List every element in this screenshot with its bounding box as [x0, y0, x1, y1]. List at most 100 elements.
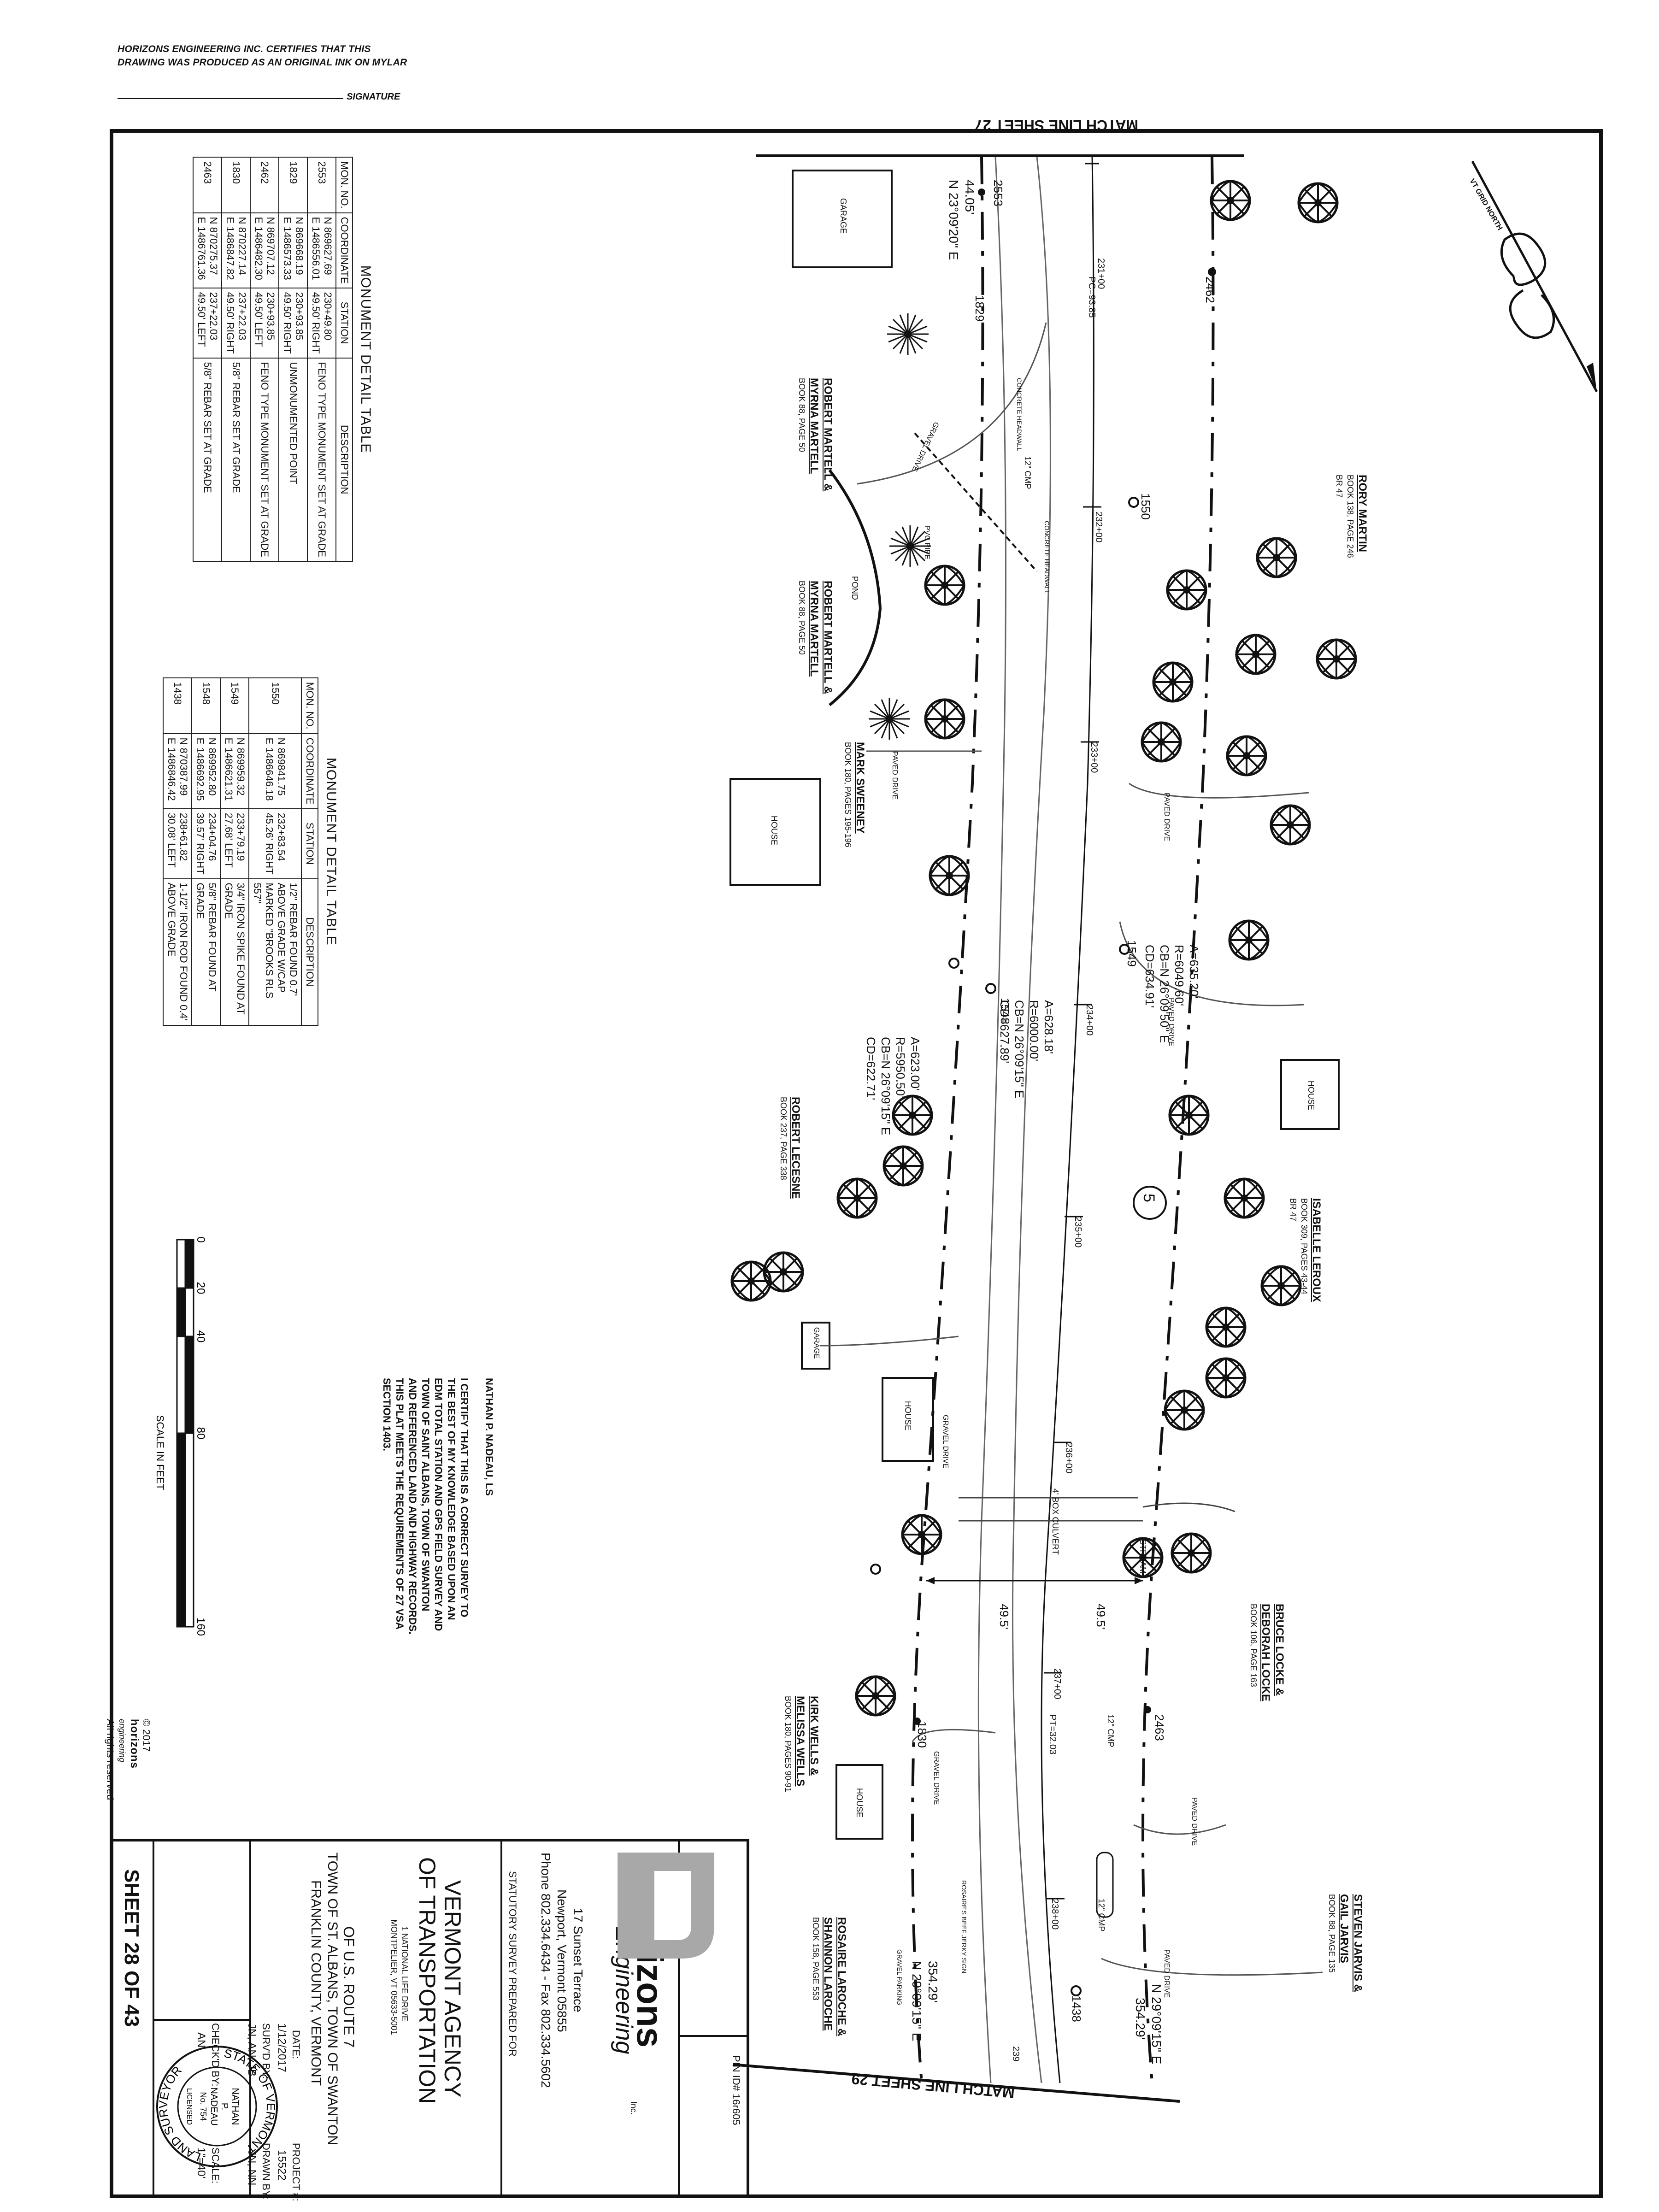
- curve-c-data: A=623.00': [908, 1037, 922, 1091]
- road-edge-left: [977, 156, 1006, 2083]
- scale-tick-label: 20: [194, 1282, 207, 1294]
- paved-drive-label: PAVED DRIVE: [891, 751, 899, 800]
- gravel-drive-label: GRAVEL DRIVE: [941, 1415, 949, 1469]
- monument-table-2-cell: 1-1/2" IRON ROD FOUND 0.4' ABOVE GRADE: [163, 878, 192, 1025]
- copyright-brand: horizons: [128, 1719, 141, 1769]
- station-label: 235+00: [1073, 1217, 1083, 1248]
- surveyed-by-value: JN, AN, JB: [246, 2023, 258, 2077]
- owner-deed-ref: BOOK 237, PAGE 338: [779, 1097, 788, 1180]
- checked-by-label: CHECK'D BY:: [210, 2023, 221, 2087]
- pin-id: PIN ID# 16r605: [730, 2055, 742, 2125]
- scale-segment: [176, 1335, 186, 1434]
- company-phone: Phone 802.334.6434 - Fax 802.334.5602: [539, 1853, 553, 2088]
- owner-deed-ref-2: BR 47: [1288, 1198, 1298, 1222]
- width-label-1: 49.5': [1094, 1604, 1108, 1630]
- monument-table-2-header: DESCRIPTION: [301, 878, 318, 1025]
- box-culvert-lines: [959, 1497, 1143, 1522]
- cmp-label: 12" CMP: [1023, 456, 1032, 489]
- pond-edge: [828, 469, 882, 706]
- owner-name: ROSAIRE LAROCHE &: [835, 1917, 848, 2036]
- scale-segment: [176, 1287, 186, 1337]
- curve-c-data: CB=N 26°09'15" E: [879, 1037, 893, 1135]
- horizons-logo: [618, 1853, 714, 1959]
- copyright-rights: All rights reserved: [105, 1719, 116, 1800]
- owner-name: ROBERT LECESNE: [789, 1097, 802, 1199]
- gravel-drive-3: [912, 1729, 996, 1742]
- monument-table-2: MONUMENT DETAIL TABLE MON. NO.COORDINATE…: [163, 677, 339, 1026]
- monument-table-1-cell: 230+93.85 49.50' RIGHT: [279, 288, 307, 358]
- scale-segment: [184, 1432, 194, 1628]
- monument-label: 1438: [1070, 1995, 1083, 2022]
- monument-table-2-cell: 233+79.19 27.68' LEFT: [220, 808, 249, 879]
- curve-point-pt: PT=32.03: [1047, 1714, 1058, 1755]
- monument-label: 2553: [991, 180, 1005, 206]
- copyright-block: © 2017 horizons engineering All rights r…: [104, 1719, 152, 1800]
- monument-table-2-cell: 1548: [192, 678, 220, 734]
- stream-line: [1142, 1502, 1235, 1512]
- width-label-2: 49.5': [997, 1604, 1011, 1630]
- agency-name-2: OF TRANSPORTATION: [414, 1857, 440, 2104]
- owner-name: STEVEN JARVIS &: [1352, 1894, 1364, 1992]
- signature-label: SIGNATURE: [347, 92, 400, 102]
- road-centerline: [1041, 156, 1094, 2083]
- monument-table-2-cell: N 870387.99 E 1486846.42: [163, 733, 192, 809]
- monument-table-2-cell: 238+61.82 30.08' LEFT: [163, 808, 192, 879]
- monument-label: 1548: [998, 998, 1012, 1024]
- surveyor-name: NATHAN P. NADEAU, LS: [483, 1378, 495, 1496]
- scale-tick-label: 80: [194, 1427, 207, 1440]
- curve-a-data: A=628.18': [1042, 1000, 1056, 1054]
- bearing-distance-bottom-right: 354.29': [1133, 1998, 1147, 2040]
- monument-table-2-cell: 1438: [163, 678, 192, 734]
- gravel-drive-label: GRAVEL DRIVE: [932, 1751, 940, 1805]
- monument-table-1-cell: 5/8" REBAR SET AT GRADE: [193, 358, 222, 561]
- monument-table-1-cell: 1829: [279, 157, 307, 213]
- gravel-parking-label: GRAVEL PARKING: [896, 1949, 903, 2006]
- paved-drive-label: PAVED DRIVE: [1167, 998, 1175, 1047]
- curve-point-pc: PC=93.85: [1087, 276, 1097, 318]
- road-edge-right: [1012, 156, 1051, 2083]
- house-building-sweeney: [729, 778, 821, 886]
- route-marker-label: 5: [1140, 1194, 1158, 1202]
- station-label: 239: [1011, 2046, 1021, 2062]
- sheet-border: [110, 129, 1603, 2198]
- company-address-1: 17 Sunset Terrace: [571, 1908, 585, 2012]
- bearing-distance-top: 44.05': [963, 180, 977, 215]
- house-building-2: [882, 1377, 934, 1462]
- monument-table-2-cell: 234+04.76 39.57' RIGHT: [192, 808, 220, 879]
- monument-table-1-wrap: MONUMENT DETAIL TABLE MON. NO.COORDINATE…: [193, 157, 373, 562]
- owner-name: MARK SWEENEY: [854, 742, 866, 834]
- pvc-pipe-label: PVC PIPE: [923, 525, 931, 559]
- monument-table-1-cell: 230+93.85 49.50' LEFT: [250, 288, 279, 358]
- certification-text: HORIZONS ENGINEERING INC. CERTIFIES THAT…: [118, 42, 407, 69]
- garage-label: GARAGE: [839, 198, 848, 234]
- monument-table-2-title: MONUMENT DETAIL TABLE: [324, 757, 339, 946]
- signature-line: [118, 98, 343, 99]
- owner-deed-ref: BOOK 106, PAGE 163: [1249, 1604, 1258, 1687]
- checked-by-value: AN: [195, 2032, 207, 2048]
- route-label: OF U.S. ROUTE 7: [341, 1926, 357, 2048]
- match-line-top-label: MATCH LINE SHEET 27: [975, 117, 1138, 134]
- surveyed-by-label: SURV'D BY:: [260, 2023, 272, 2079]
- owner-name-2: MYRNA MARTELL: [808, 378, 820, 474]
- bearing-distance-bottom-left: 354.29': [926, 1961, 940, 2003]
- monument-label: 1550: [1139, 493, 1153, 520]
- cmp-label: 12" CMP: [1106, 1714, 1115, 1747]
- curve-b-data: A=635.20': [1187, 945, 1201, 999]
- surveyor-statement-line: I CERTIFY THAT THIS IS A CORRECT SURVEY …: [459, 1378, 470, 1618]
- owner-deed-ref: BOOK 180, PAGES 90-91: [783, 1696, 793, 1792]
- monument-table-1-header: COORDINATE: [336, 212, 353, 288]
- surveyor-statement-line: SECTION 1403.: [381, 1378, 393, 1451]
- owner-name: BRUCE LOCKE &: [1273, 1604, 1286, 1696]
- paved-drive-label: PAVED DRIVE: [1163, 1949, 1171, 1998]
- paved-drive-2: [1129, 782, 1309, 799]
- owner-deed-ref-2: BR 47: [1335, 475, 1344, 498]
- certification-line-2: DRAWING WAS PRODUCED AS AN ORIGINAL INK …: [118, 57, 407, 68]
- agency-address-1: 1 NATIONAL LIFE DRIVE: [400, 1926, 409, 2022]
- scale-segment: [184, 1239, 194, 1289]
- station-label: 234+00: [1084, 1005, 1094, 1036]
